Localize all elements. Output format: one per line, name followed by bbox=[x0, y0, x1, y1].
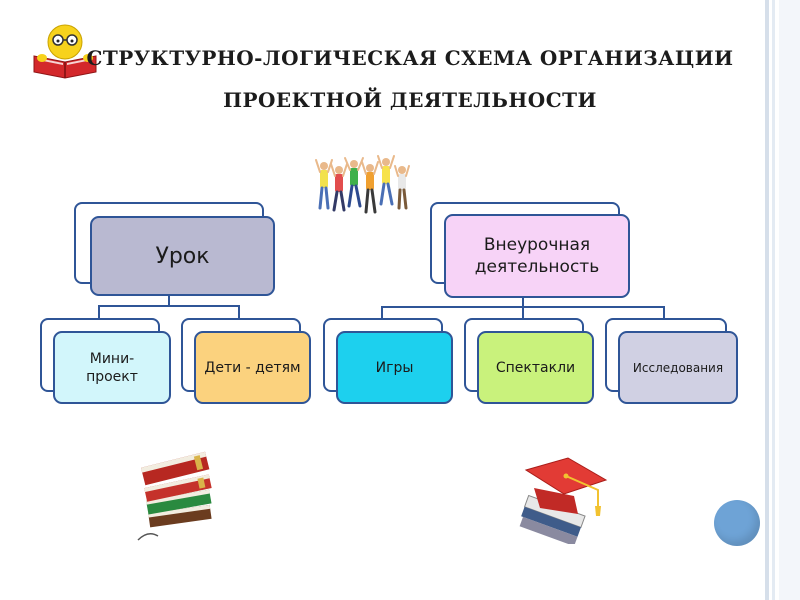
slide-border-stripe bbox=[765, 0, 769, 600]
node-deti-detyam[interactable]: Дети - детям bbox=[194, 331, 311, 404]
slide-border-stripe bbox=[779, 0, 800, 600]
connector-line bbox=[381, 306, 383, 319]
node-vneurochnaya[interactable]: Внеурочная деятельность bbox=[444, 214, 630, 298]
connector-line bbox=[522, 306, 524, 319]
connector-line bbox=[522, 298, 524, 308]
decorative-circle bbox=[714, 500, 760, 546]
book-stack-icon bbox=[137, 451, 212, 541]
smiley-reading-icon bbox=[33, 24, 97, 79]
node-mini-proekt-label: Мини-проект bbox=[86, 350, 138, 385]
connector-line bbox=[168, 296, 170, 307]
connector-line bbox=[663, 306, 665, 319]
node-igry-label: Игры bbox=[375, 359, 414, 376]
node-spektakli-label: Спектакли bbox=[495, 359, 576, 376]
slide-border-stripe bbox=[772, 0, 775, 600]
node-deti-detyam-label: Дети - детям bbox=[204, 359, 301, 376]
node-urok-label: Урок bbox=[155, 243, 210, 269]
node-vneurochnaya-label: Внеурочная деятельность bbox=[474, 235, 600, 277]
node-igry[interactable]: Игры bbox=[336, 331, 453, 404]
graduation-cap-books-icon bbox=[519, 457, 608, 544]
node-issledovaniya[interactable]: Исследования bbox=[618, 331, 738, 404]
node-urok[interactable]: Урок bbox=[90, 216, 275, 296]
connector-line bbox=[98, 305, 100, 319]
connector-line bbox=[98, 305, 240, 307]
connector-line bbox=[238, 305, 240, 319]
node-spektakli[interactable]: Спектакли bbox=[477, 331, 594, 404]
node-mini-proekt[interactable]: Мини-проект bbox=[53, 331, 171, 404]
node-issledovaniya-label: Исследования bbox=[632, 360, 724, 375]
page-title-line-2: ПРОЕКТНОЙ ДЕЯТЕЛЬНОСТИ bbox=[223, 88, 597, 112]
page-title-line-1: СТРУКТУРНО-ЛОГИЧЕСКАЯ СХЕМА ОРГАНИЗАЦИИ bbox=[86, 46, 734, 70]
jumping-kids-image bbox=[315, 155, 410, 214]
